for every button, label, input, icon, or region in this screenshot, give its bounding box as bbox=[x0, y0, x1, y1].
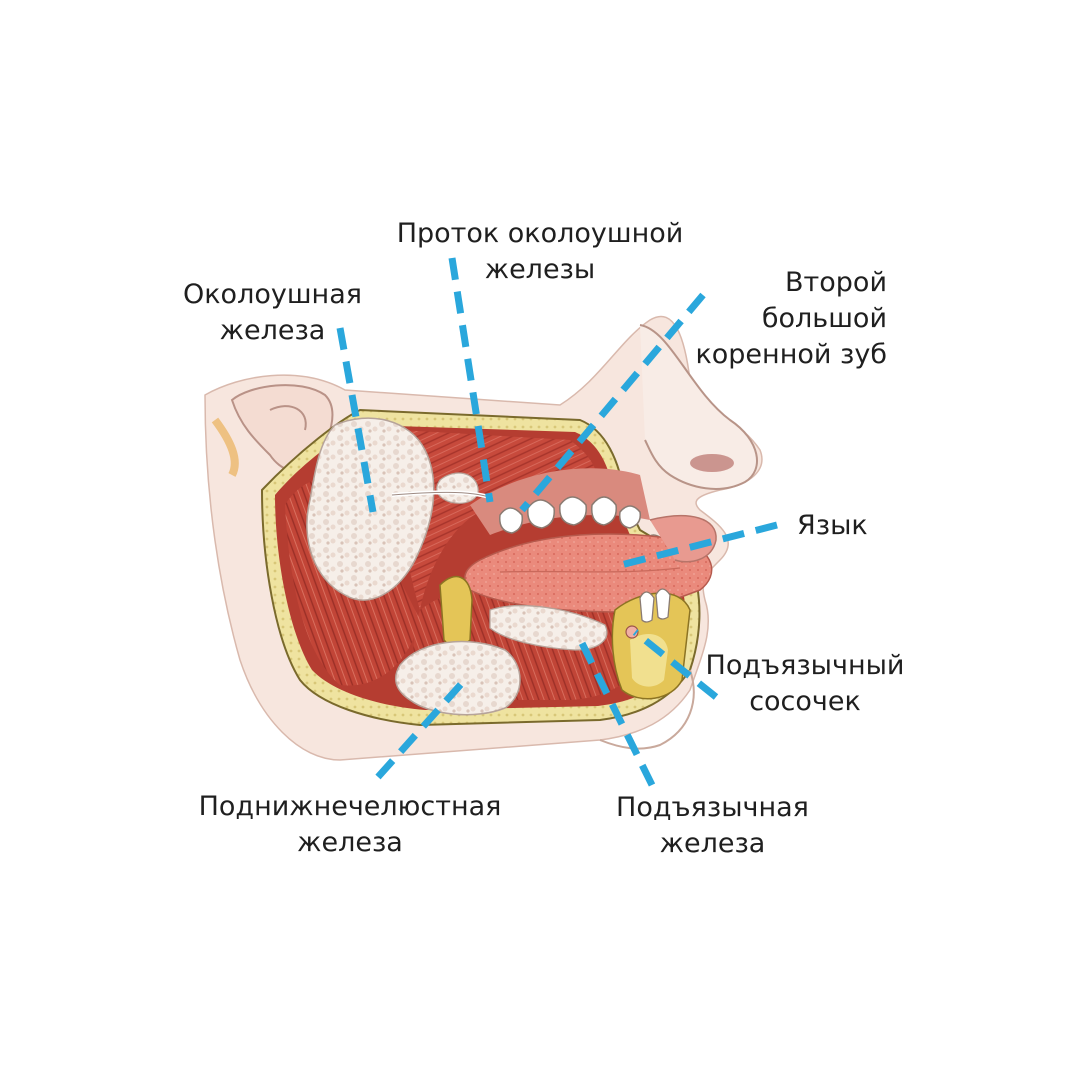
label-line: большой bbox=[672, 301, 887, 337]
label-line: Подъязычная bbox=[600, 790, 825, 826]
label-line: Второй bbox=[672, 265, 887, 301]
label-line: Подъязычный bbox=[700, 648, 910, 684]
label-second-molar: Второй большой коренной зуб bbox=[672, 265, 887, 373]
label-sublingual-gland: Подъязычная железа bbox=[600, 790, 825, 862]
label-parotid-gland: Околоушная железа bbox=[180, 277, 365, 349]
label-submandibular-gland: Поднижнечелюстная железа bbox=[190, 789, 510, 861]
label-line: Язык bbox=[797, 508, 887, 544]
label-line: коренной зуб bbox=[672, 337, 887, 373]
label-line: железа bbox=[190, 825, 510, 861]
label-line: железа bbox=[600, 826, 825, 862]
label-line: Околоушная bbox=[180, 277, 365, 313]
label-tongue: Язык bbox=[797, 508, 887, 544]
label-line: сосочек bbox=[700, 684, 910, 720]
submandibular-gland bbox=[396, 642, 520, 715]
tooth-icon bbox=[500, 508, 523, 533]
mandible-bone bbox=[440, 577, 472, 647]
label-line: Проток околоушной bbox=[390, 216, 690, 252]
label-line: железы bbox=[390, 252, 690, 288]
label-sublingual-papilla: Подъязычный сосочек bbox=[700, 648, 910, 720]
label-parotid-duct: Проток околоушной железы bbox=[390, 216, 690, 288]
label-line: железа bbox=[180, 313, 365, 349]
label-line: Поднижнечелюстная bbox=[190, 789, 510, 825]
